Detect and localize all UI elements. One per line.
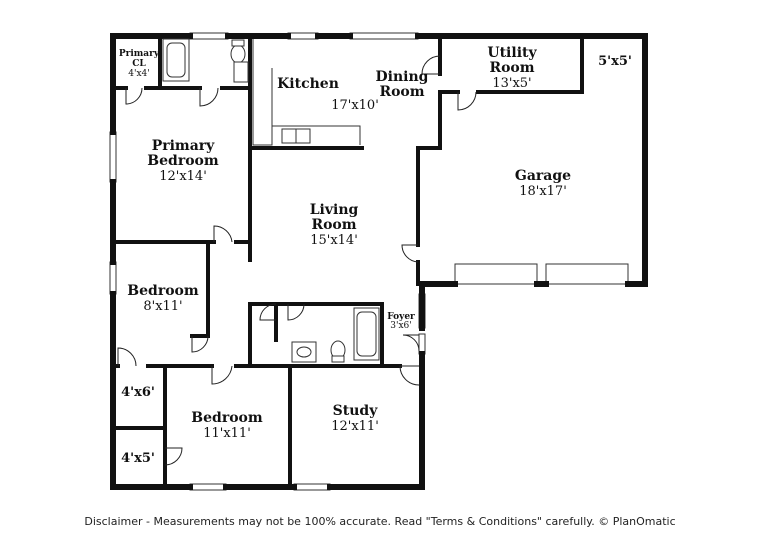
window <box>287 32 319 40</box>
utility-label: Utility <box>487 45 537 61</box>
exterior-walls <box>110 33 648 490</box>
window <box>349 32 419 40</box>
garage-dims: 18'x17' <box>519 184 567 199</box>
foyer-label: Foyer <box>387 312 415 322</box>
bedroom-3-dims: 11'x11' <box>203 426 251 441</box>
primary-bedroom-label: Primary <box>152 138 215 154</box>
toilet-icon <box>230 44 246 64</box>
room-labels: Primary CL 4'x4' Kitchen Dining Room 17'… <box>119 45 632 466</box>
window <box>293 483 331 491</box>
garage-label: Garage <box>515 168 571 184</box>
kitchen-label: Kitchen <box>277 76 339 92</box>
closet-a-dims: 4'x6' <box>121 385 155 400</box>
disclaimer-text: Disclaimer - Measurements may not be 100… <box>84 515 675 528</box>
bedroom-3-label: Bedroom <box>191 410 263 426</box>
garage-closet-dims: 5'x5' <box>598 54 632 69</box>
closet-b-dims: 4'x5' <box>121 451 155 466</box>
living-label-2: Room <box>311 217 356 233</box>
sink-icon <box>233 61 249 83</box>
kitchen-dining-dims: 17'x10' <box>331 98 379 113</box>
utility-dims: 13'x5' <box>492 76 531 91</box>
dining-label: Dining <box>376 69 429 85</box>
primary-closet-label-2: CL <box>132 59 146 69</box>
doors <box>117 55 477 466</box>
bedroom-2-dims: 8'x11' <box>143 299 182 314</box>
study-dims: 12'x11' <box>331 419 379 434</box>
garage-door <box>454 263 538 285</box>
window <box>109 131 117 183</box>
bedroom-2-label: Bedroom <box>127 283 199 299</box>
study-label: Study <box>333 403 379 419</box>
primary-closet-dims: 4'x4' <box>128 69 149 79</box>
living-label: Living <box>310 202 359 218</box>
interior-walls <box>111 34 584 489</box>
fixtures <box>162 38 380 363</box>
primary-closet-label: Primary <box>119 49 160 59</box>
utility-label-2: Room <box>489 60 534 76</box>
garage-door <box>545 263 629 285</box>
living-dims: 15'x14' <box>310 233 358 248</box>
dining-label-2: Room <box>379 84 424 100</box>
foyer-dims: 3'x6' <box>390 321 411 331</box>
primary-bedroom-label-2: Bedroom <box>147 153 219 169</box>
window <box>189 483 227 491</box>
window <box>109 261 117 295</box>
window <box>189 32 229 40</box>
primary-bedroom-dims: 12'x14' <box>159 169 207 184</box>
